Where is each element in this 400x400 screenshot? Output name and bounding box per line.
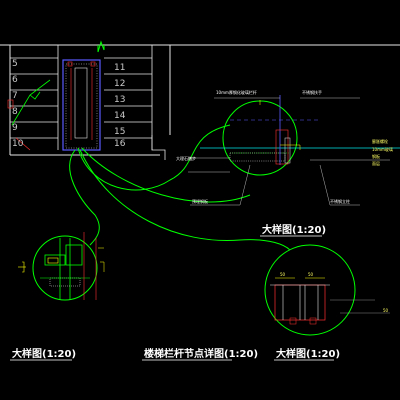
step-11: 11 — [114, 63, 125, 73]
step-5: 5 — [12, 59, 18, 69]
note-right-4: 面层 — [372, 160, 380, 166]
step-16: 16 — [114, 139, 126, 149]
detail-c-dims: 50 50 50 — [280, 272, 389, 313]
step-6: 6 — [12, 75, 18, 85]
leader-curves — [69, 124, 291, 251]
detail-a-notes: 10mm厚钢化玻璃栏杆 不锈钢扶手 大理石踏步 预埋钢板 不锈钢立柱 膨胀螺栓 … — [176, 89, 393, 204]
detail-circle-b — [18, 232, 105, 301]
step-9: 9 — [12, 123, 18, 133]
note-bottom-left: 预埋钢板 — [192, 198, 208, 204]
title-detail-a: 大样图(1:20) — [262, 223, 326, 236]
stair-step-numbers: 5 6 7 8 9 10 11 12 13 14 15 16 — [12, 59, 126, 149]
note-top-right: 不锈钢扶手 — [302, 89, 322, 95]
dim-c: 50 — [383, 308, 389, 313]
title-node-detail: 楼梯栏杆节点详图(1:20) — [144, 347, 258, 360]
step-7: 7 — [12, 91, 18, 101]
step-12: 12 — [114, 79, 125, 89]
note-mid-left: 大理石踏步 — [176, 155, 196, 161]
step-10: 10 — [12, 139, 24, 149]
step-13: 13 — [114, 95, 125, 105]
step-8: 8 — [12, 107, 18, 117]
detail-circle-a — [188, 95, 400, 206]
note-bottom-right: 不锈钢立柱 — [330, 198, 350, 204]
dim-b: 50 — [308, 272, 314, 277]
step-15: 15 — [114, 127, 125, 137]
note-top-left: 10mm厚钢化玻璃栏杆 — [216, 89, 257, 95]
stair-plan — [0, 40, 400, 160]
title-detail-b: 大样图(1:20) — [12, 347, 76, 360]
title-detail-c: 大样图(1:20) — [276, 347, 340, 360]
note-right-1: 膨胀螺栓 — [372, 138, 388, 144]
step-14: 14 — [114, 111, 126, 121]
note-right-2: 10mm玻璃 — [372, 146, 393, 152]
detail-circle-c — [264, 244, 390, 336]
dim-a: 50 — [280, 272, 286, 277]
note-right-3: 钢板 — [372, 153, 380, 159]
